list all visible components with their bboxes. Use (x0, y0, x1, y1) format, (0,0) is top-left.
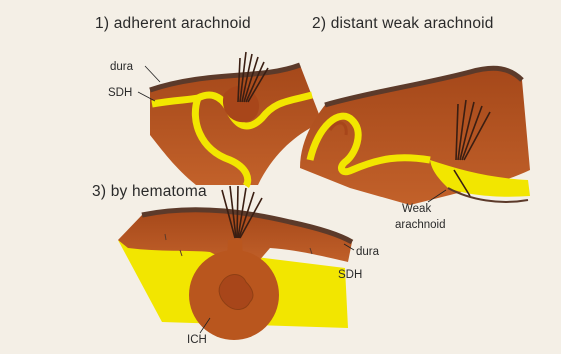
panel2-arachnoid-label: arachnoid (395, 219, 446, 231)
panel-adherent-arachnoid: 1) adherent arachnoid dura SDH (95, 15, 322, 186)
panel3-title: 3) by hematoma (92, 183, 207, 200)
panel1-dura-label: dura (110, 61, 134, 73)
panel2-title: 2) distant weak arachnoid (312, 15, 494, 32)
panel3-sdh-label: SDH (338, 269, 362, 281)
panel-distant-weak-arachnoid: 2) distant weak arachnoid Weak arachnoid (300, 15, 530, 231)
panel1-sdh-label: SDH (108, 87, 132, 99)
panel1-title: 1) adherent arachnoid (95, 15, 251, 32)
panel1-dura-leader (145, 66, 160, 82)
panel3-dura-label: dura (356, 246, 380, 258)
panel2-weak-label: Weak (402, 203, 431, 215)
panel3-ich-label: ICH (187, 334, 207, 346)
panel-by-hematoma: 3) by hematoma dura SDH (92, 183, 380, 346)
